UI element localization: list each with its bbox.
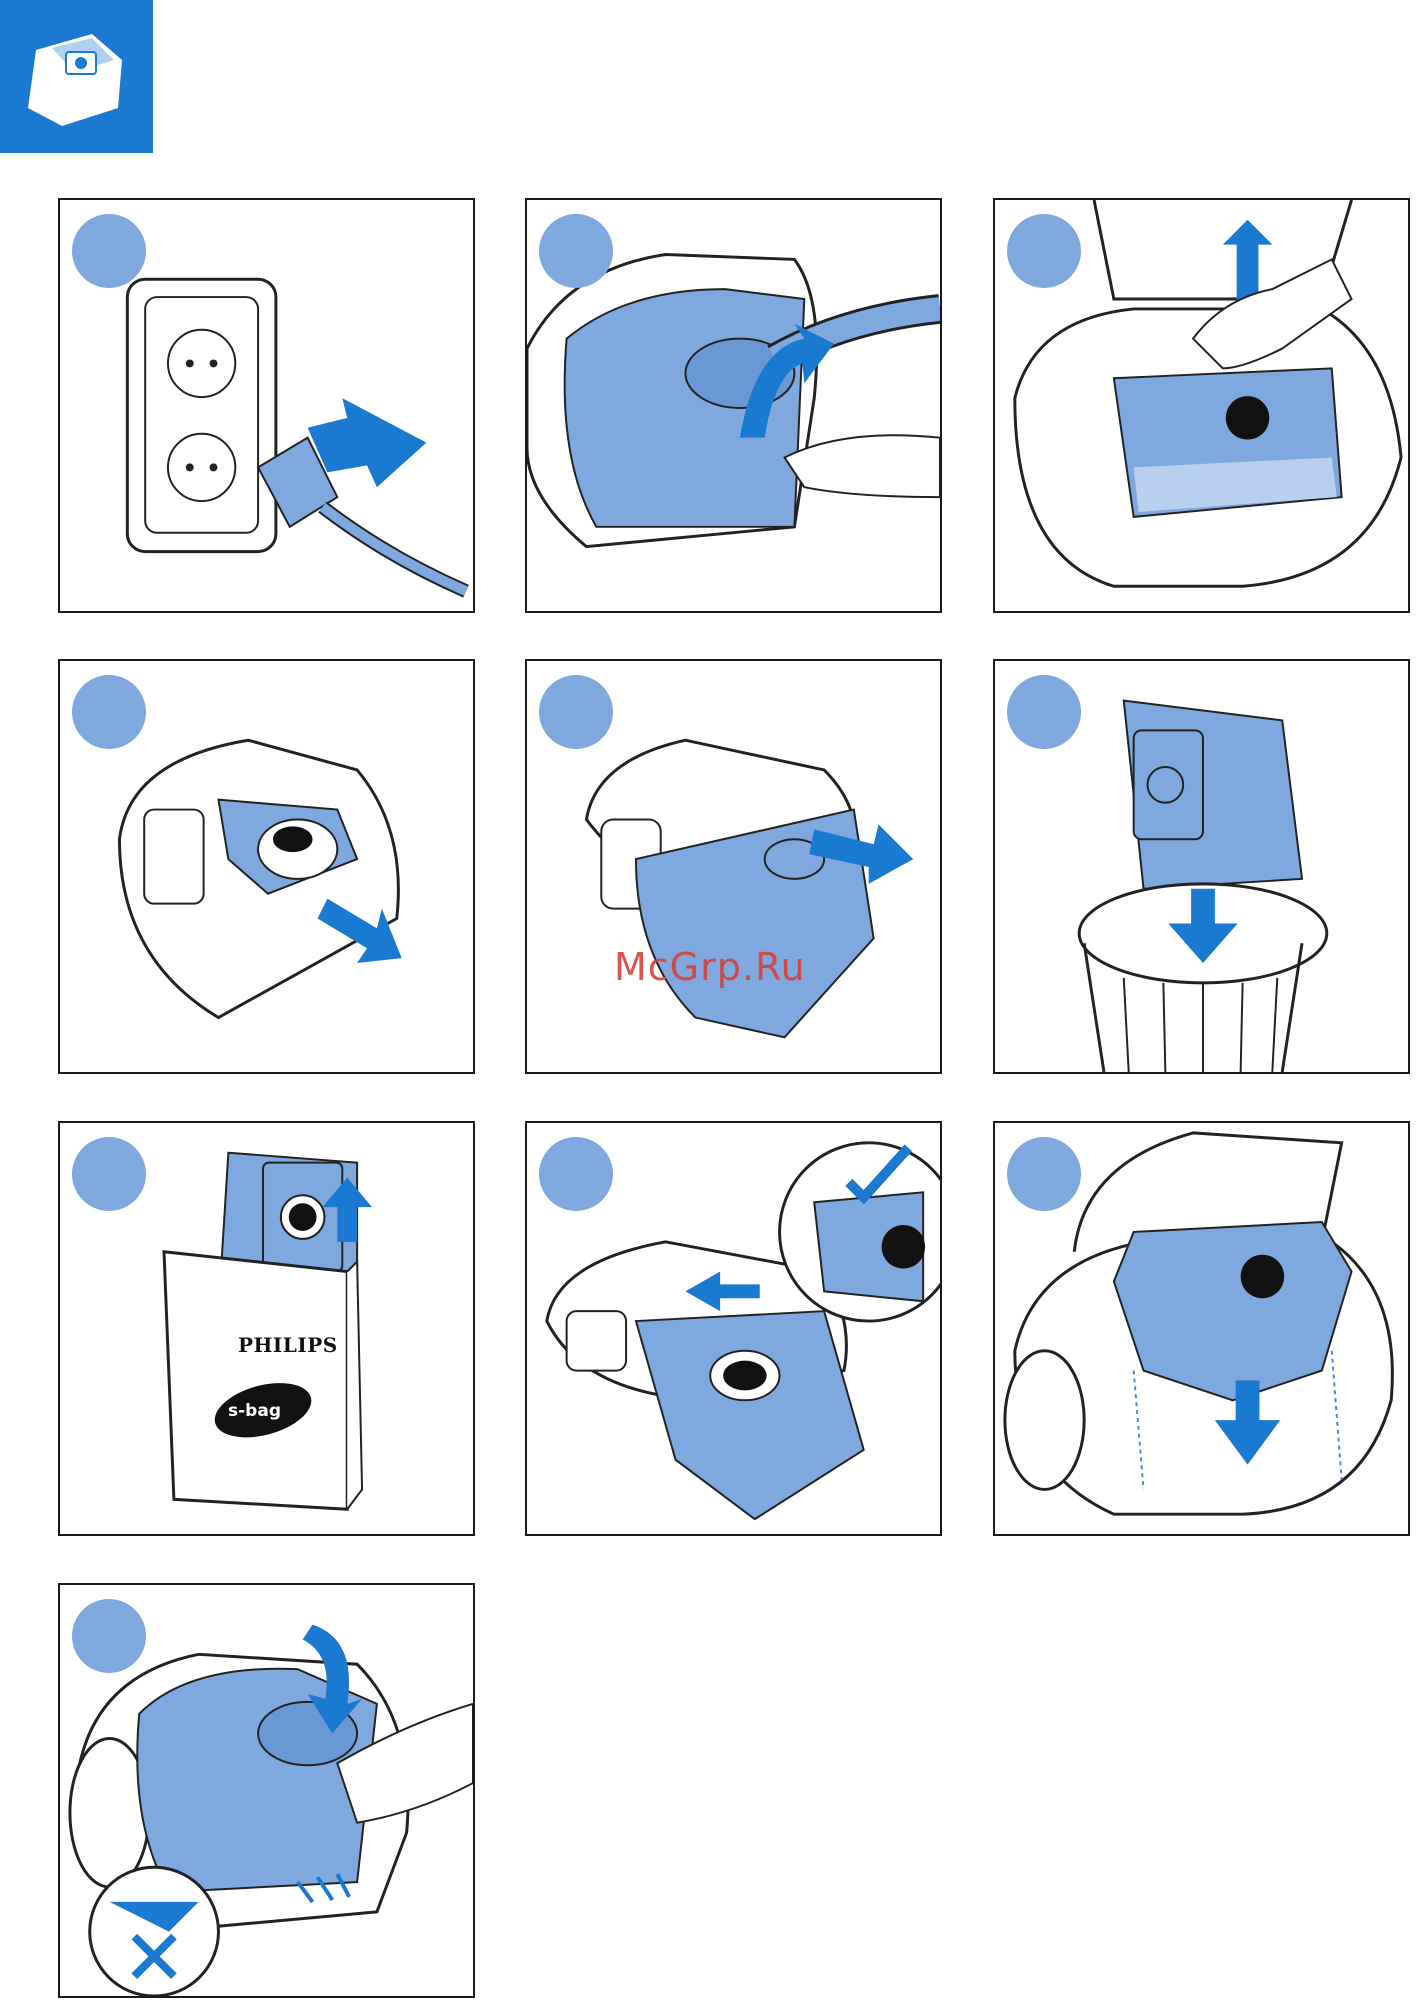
step-2-number <box>539 214 613 288</box>
step-7-number <box>72 1137 146 1211</box>
step-5-panel <box>525 659 942 1074</box>
step-10-panel <box>58 1583 475 1998</box>
step-7-panel: PHILIPS s-bag <box>58 1121 475 1536</box>
dust-bag-icon <box>22 30 132 130</box>
step-10-number <box>72 1599 146 1673</box>
step-1-panel <box>58 198 475 613</box>
package-brand: PHILIPS <box>238 1333 338 1357</box>
step-2-panel <box>525 198 942 613</box>
package-product: s-bag <box>228 1401 281 1421</box>
step-1-number <box>72 214 146 288</box>
step-9-panel <box>993 1121 1410 1536</box>
step-3-panel <box>993 198 1410 613</box>
step-3-number <box>1007 214 1081 288</box>
step-6-number <box>1007 675 1081 749</box>
watermark-text: McGrp.Ru <box>614 945 806 989</box>
step-5-number <box>539 675 613 749</box>
section-badge <box>0 0 153 153</box>
step-4-number <box>72 675 146 749</box>
step-6-panel <box>993 659 1410 1074</box>
step-8-number <box>539 1137 613 1211</box>
step-4-panel <box>58 659 475 1074</box>
step-8-panel <box>525 1121 942 1536</box>
step-9-number <box>1007 1137 1081 1211</box>
